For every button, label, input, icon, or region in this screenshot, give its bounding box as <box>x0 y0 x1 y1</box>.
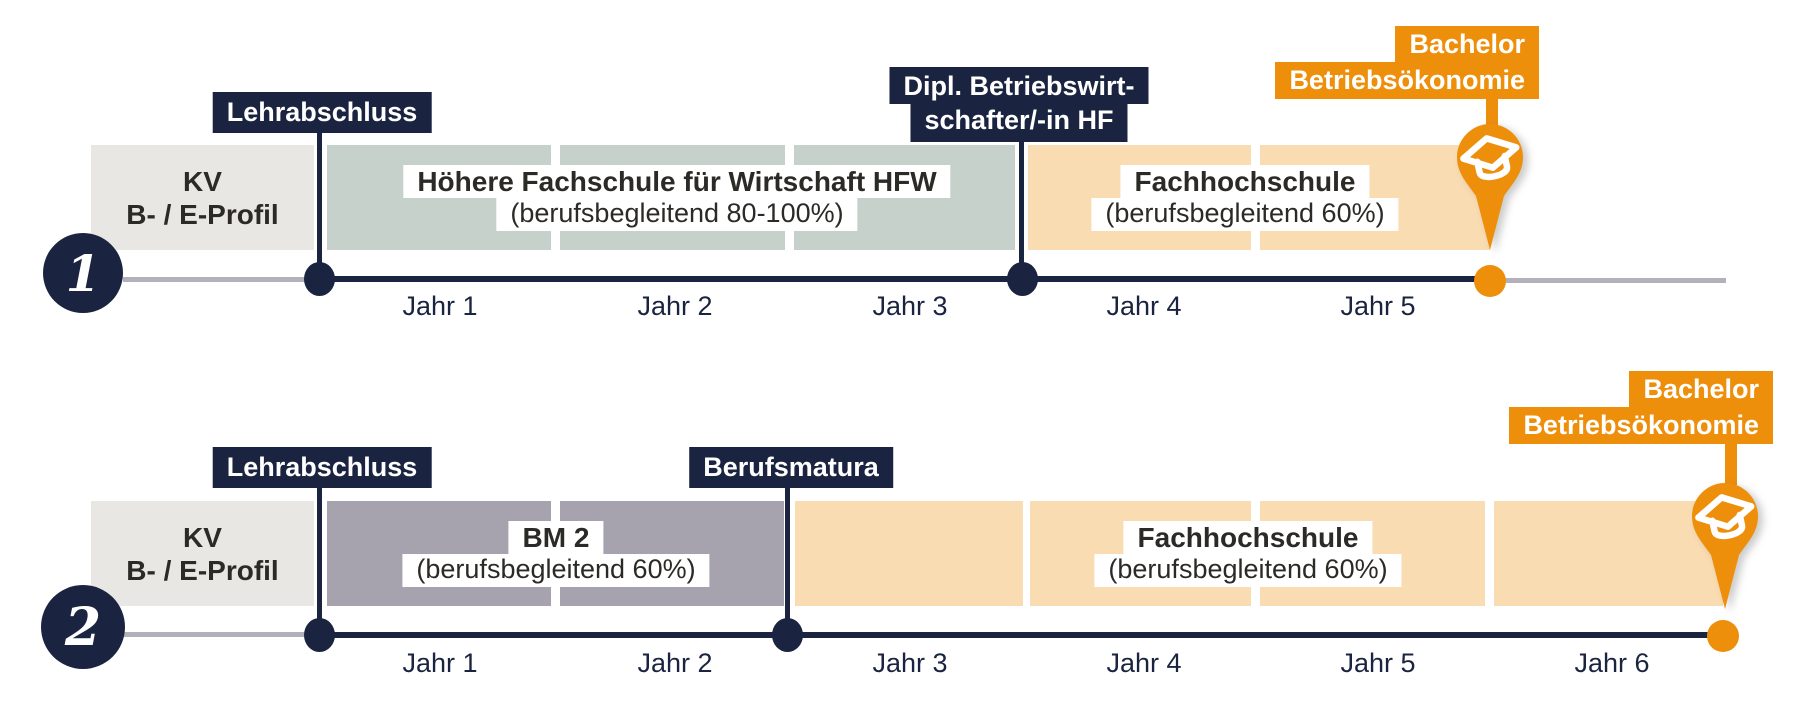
fh-block-segment <box>795 501 1023 606</box>
bachelor-badge-line2: Betriebsökonomie <box>1275 62 1539 99</box>
timeline-lead-line <box>123 632 319 637</box>
kv-block-line2: B- / E-Profil <box>126 198 279 230</box>
bachelor-badge: Bachelor Betriebsökonomie <box>1275 26 1539 99</box>
year-label: Jahr 2 <box>637 648 713 678</box>
pathway-number-badge: 2 <box>41 585 125 669</box>
timeline-dot <box>304 262 335 296</box>
lehrabschluss-stem <box>317 488 322 635</box>
bachelor-badge-stem <box>1725 443 1737 485</box>
lehrabschluss-badge: Lehrabschluss <box>212 92 432 133</box>
timeline-end-dot <box>1474 265 1506 297</box>
lehrabschluss-badge-label: Lehrabschluss <box>226 452 418 482</box>
year-label: Jahr 2 <box>637 291 713 321</box>
fh-title: Fachhochschule <box>1120 165 1370 198</box>
year-label: Jahr 4 <box>1106 291 1182 321</box>
fh-block-label: Fachhochschule (berufsbegleitend 60%) <box>1094 521 1402 587</box>
fh-block-label: Fachhochschule (berufsbegleitend 60%) <box>1091 165 1399 231</box>
fh-subtitle: (berufsbegleitend 60%) <box>1091 198 1399 231</box>
year-label: Jahr 3 <box>872 291 948 321</box>
timeline-lead-line <box>123 277 319 282</box>
bachelor-badge-line1: Bachelor <box>1629 371 1773 408</box>
bachelor-badge-line2: Betriebsökonomie <box>1509 407 1773 444</box>
berufsmatura-badge-label: Berufsmatura <box>703 452 879 482</box>
dipl-badge-line2: schafter/-in HF <box>910 103 1128 142</box>
lehrabschluss-badge: Lehrabschluss <box>212 447 432 488</box>
timeline <box>319 632 1723 638</box>
bachelor-badge: Bachelor Betriebsökonomie <box>1509 371 1773 444</box>
bm2-block-label: BM 2 (berufsbegleitend 60%) <box>402 521 710 587</box>
lehrabschluss-stem <box>317 133 322 279</box>
kv-block-line1: KV <box>183 165 222 197</box>
timeline-dot <box>772 618 803 652</box>
hfw-block-label: Höhere Fachschule für Wirtschaft HFW (be… <box>403 165 951 231</box>
hfw-title: Höhere Fachschule für Wirtschaft HFW <box>403 165 951 198</box>
graduation-pin <box>1457 124 1523 250</box>
year-label: Jahr 1 <box>402 648 478 678</box>
timeline-dot <box>304 618 335 652</box>
year-label: Jahr 1 <box>402 291 478 321</box>
year-label: Jahr 5 <box>1340 291 1416 321</box>
berufsmatura-badge: Berufsmatura <box>689 447 893 488</box>
graduation-cap-icon <box>1695 494 1755 540</box>
year-label: Jahr 3 <box>872 648 948 678</box>
fh-subtitle: (berufsbegleitend 60%) <box>1094 554 1402 587</box>
timeline <box>319 276 1490 282</box>
lehrabschluss-badge-label: Lehrabschluss <box>226 97 418 127</box>
pathway-number: 1 <box>65 243 101 303</box>
year-label: Jahr 4 <box>1106 648 1182 678</box>
bachelor-badge-line1: Bachelor <box>1395 26 1539 63</box>
year-label: Jahr 6 <box>1574 648 1650 678</box>
bm2-title: BM 2 <box>508 521 604 554</box>
dipl-badge-line1: Dipl. Betriebswirt- <box>889 67 1149 104</box>
timeline-end-dot <box>1707 620 1739 652</box>
graduation-cap-icon <box>1460 135 1520 181</box>
graduation-pin <box>1692 483 1758 609</box>
kv-block: KV B- / E-Profil <box>91 501 314 606</box>
berufsmatura-stem <box>785 488 790 635</box>
fh-block-segment <box>1494 501 1723 606</box>
pathway-number-badge: 1 <box>43 233 123 313</box>
timeline-dot <box>1007 262 1038 296</box>
fh-title: Fachhochschule <box>1123 521 1373 554</box>
kv-block-line2: B- / E-Profil <box>126 554 279 586</box>
bm2-subtitle: (berufsbegleitend 60%) <box>402 554 710 587</box>
kv-block-line1: KV <box>183 521 222 553</box>
pathway-number: 2 <box>64 596 102 658</box>
year-label: Jahr 5 <box>1340 648 1416 678</box>
timeline-trail-line <box>1490 278 1726 283</box>
hfw-subtitle: (berufsbegleitend 80-100%) <box>496 198 858 231</box>
dipl-stem <box>1019 135 1024 279</box>
bachelor-badge-stem <box>1486 99 1498 129</box>
kv-block: KV B- / E-Profil <box>91 145 314 250</box>
dipl-badge: Dipl. Betriebswirt- schafter/-in HF <box>889 67 1149 142</box>
